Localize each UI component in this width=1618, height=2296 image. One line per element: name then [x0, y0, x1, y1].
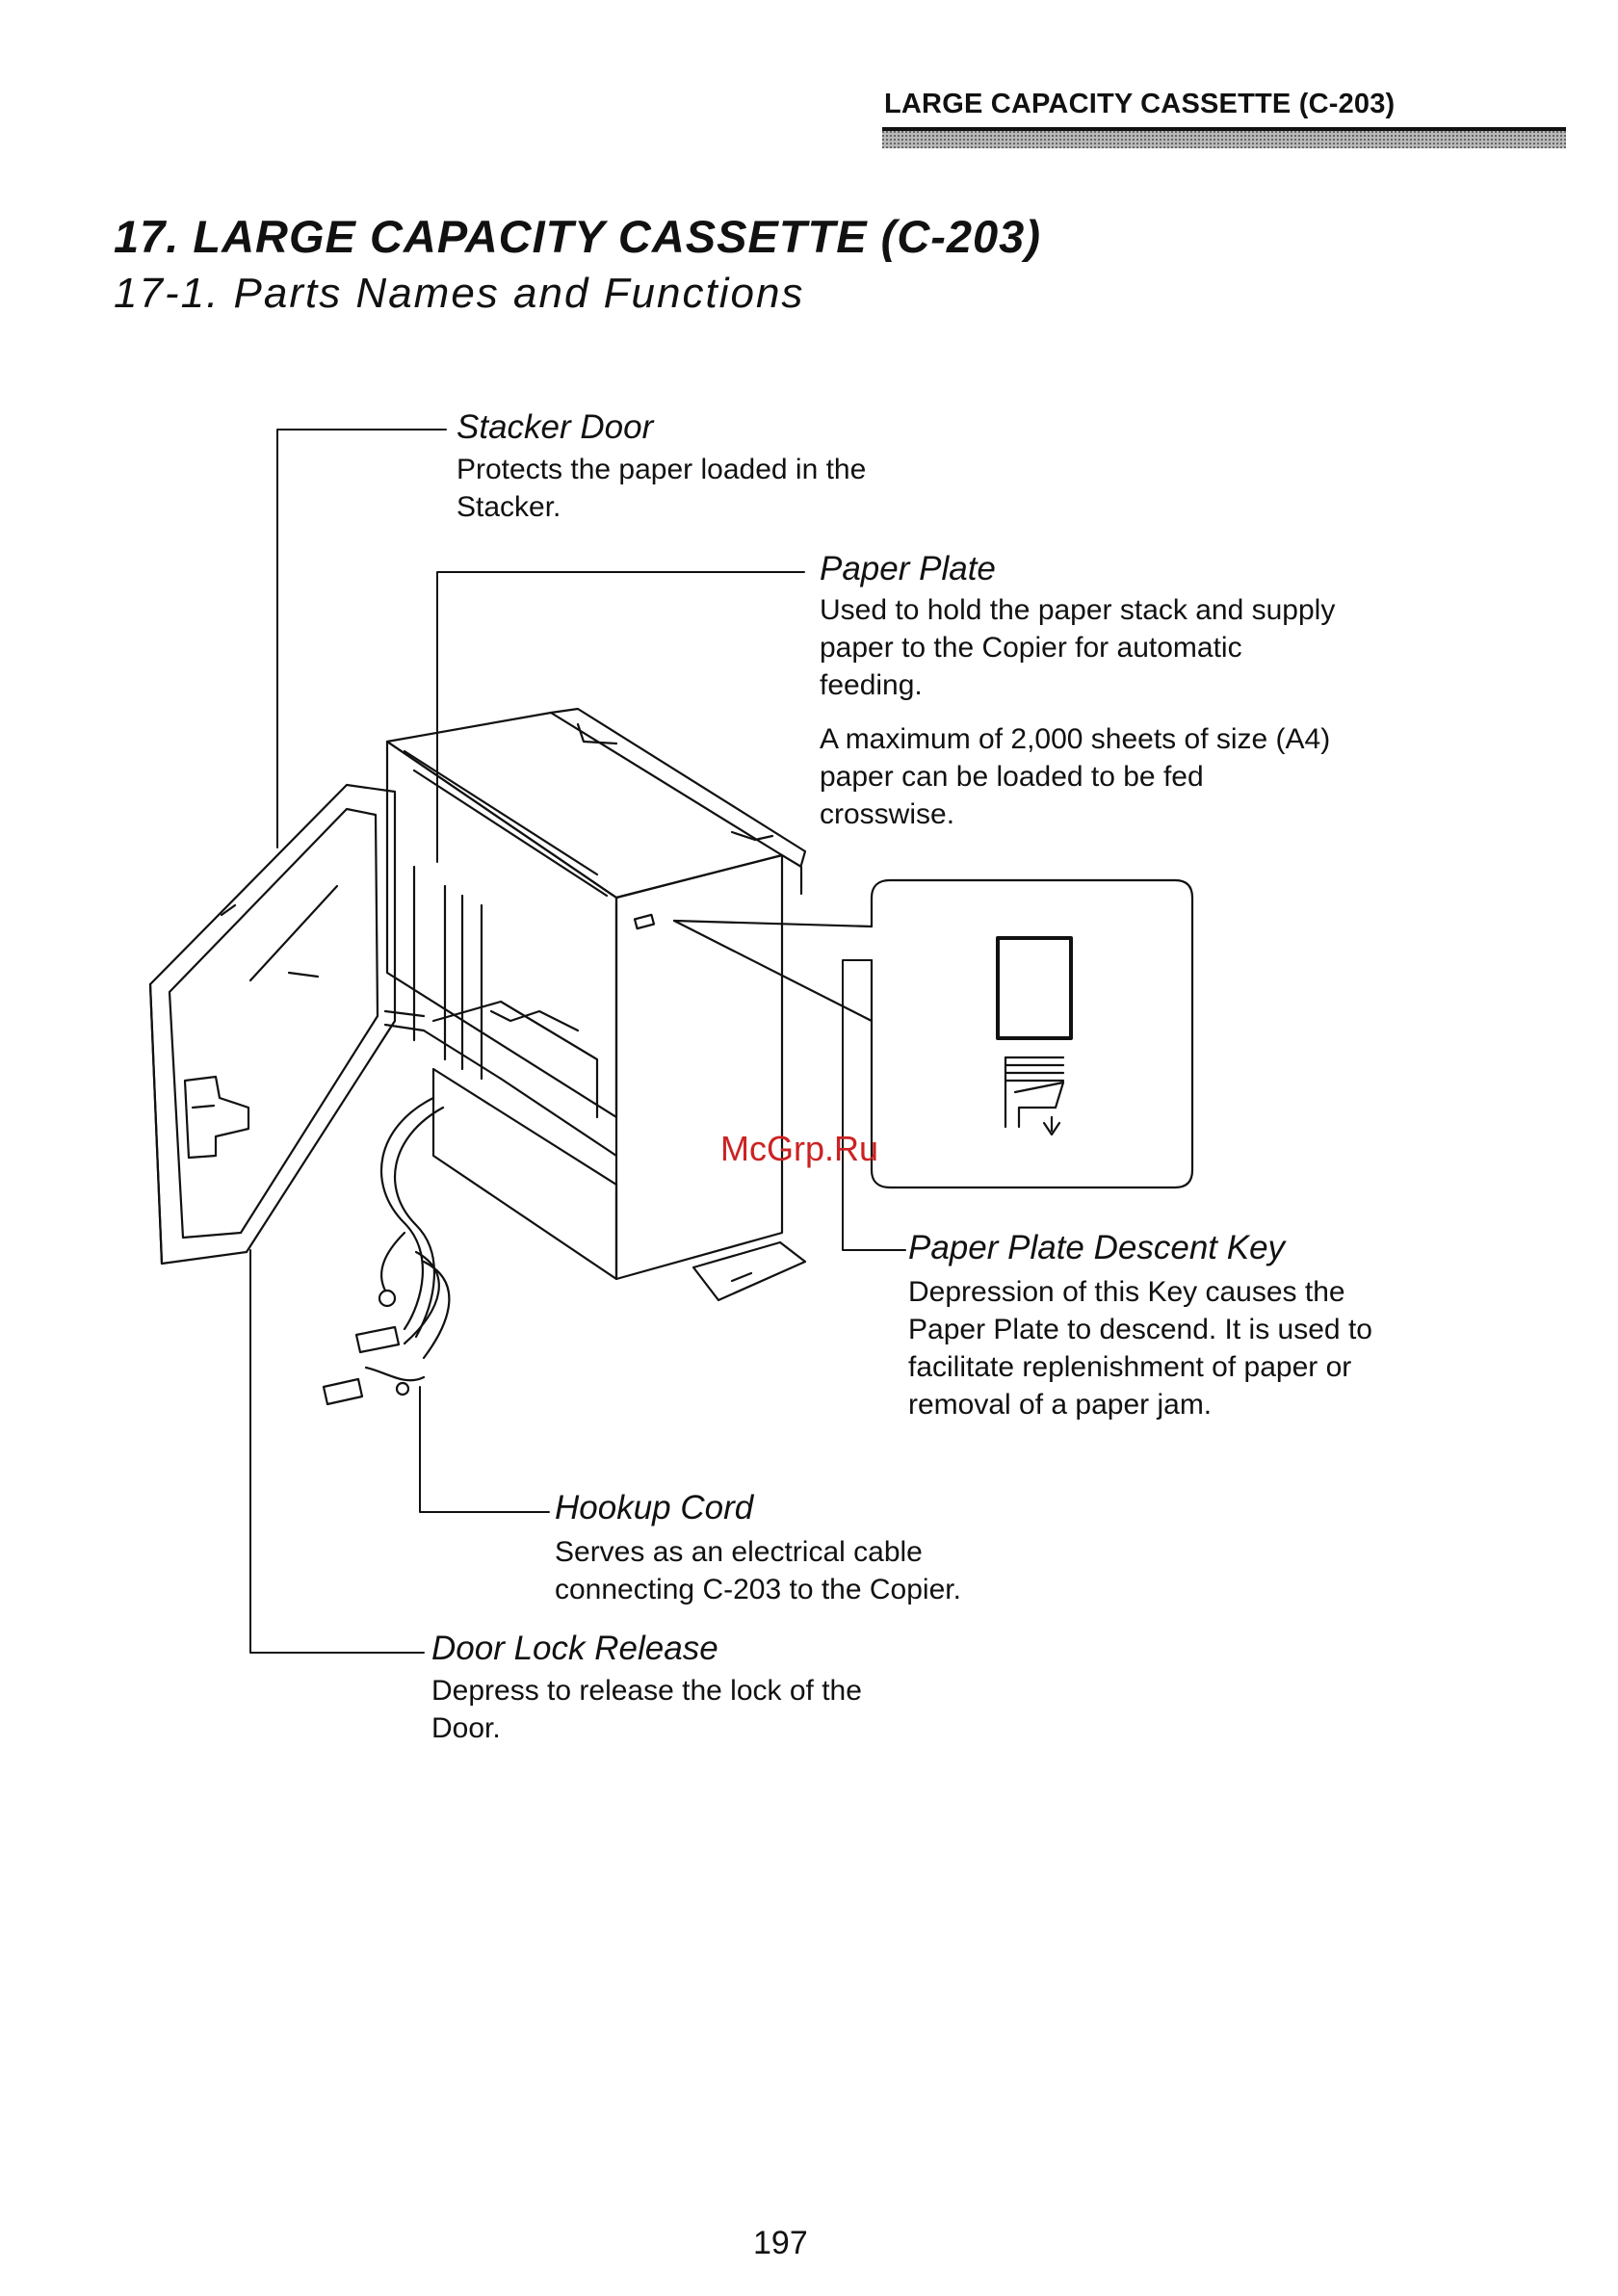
callout-hookup-cord-name: Hookup Cord: [555, 1489, 754, 1526]
callout-descent-key-name: Paper Plate Descent Key: [908, 1229, 1286, 1266]
watermark: McGrp.Ru: [720, 1129, 879, 1168]
callout-door-lock-release-name: Door Lock Release: [431, 1630, 718, 1667]
stacker-door: [148, 783, 426, 1265]
descent-key-inset: [672, 878, 1194, 1189]
callout-paper-plate-desc: Used to hold the paper stack and supply …: [820, 594, 1336, 701]
chapter-title: 17. LARGE CAPACITY CASSETTE (C-203): [114, 211, 1041, 262]
callout-stacker-door-desc: Protects the paper loaded in the Stacker…: [457, 454, 867, 523]
callout-paper-plate-name: Paper Plate: [820, 550, 996, 587]
section-title: 17-1. Parts Names and Functions: [114, 270, 805, 317]
callout-paper-plate-desc-2: A maximum of 2,000 sheets of size (A4) p…: [820, 723, 1331, 830]
header-rule-bar: [882, 127, 1566, 148]
page-number: 197: [753, 2225, 808, 2261]
cabinet-body: [385, 707, 807, 1302]
callout-hookup-cord-desc: Serves as an electrical cable connecting…: [555, 1536, 961, 1605]
leader-lines: [249, 429, 906, 1654]
hookup-cord: [322, 1096, 451, 1406]
callout-door-lock-release-desc: Depress to release the lock of the Door.: [431, 1675, 862, 1744]
running-head: LARGE CAPACITY CASSETTE (C-203): [884, 89, 1396, 119]
callout-descent-key-desc: Depression of this Key causes the Paper …: [908, 1276, 1372, 1421]
callout-stacker-door-name: Stacker Door: [457, 408, 654, 446]
